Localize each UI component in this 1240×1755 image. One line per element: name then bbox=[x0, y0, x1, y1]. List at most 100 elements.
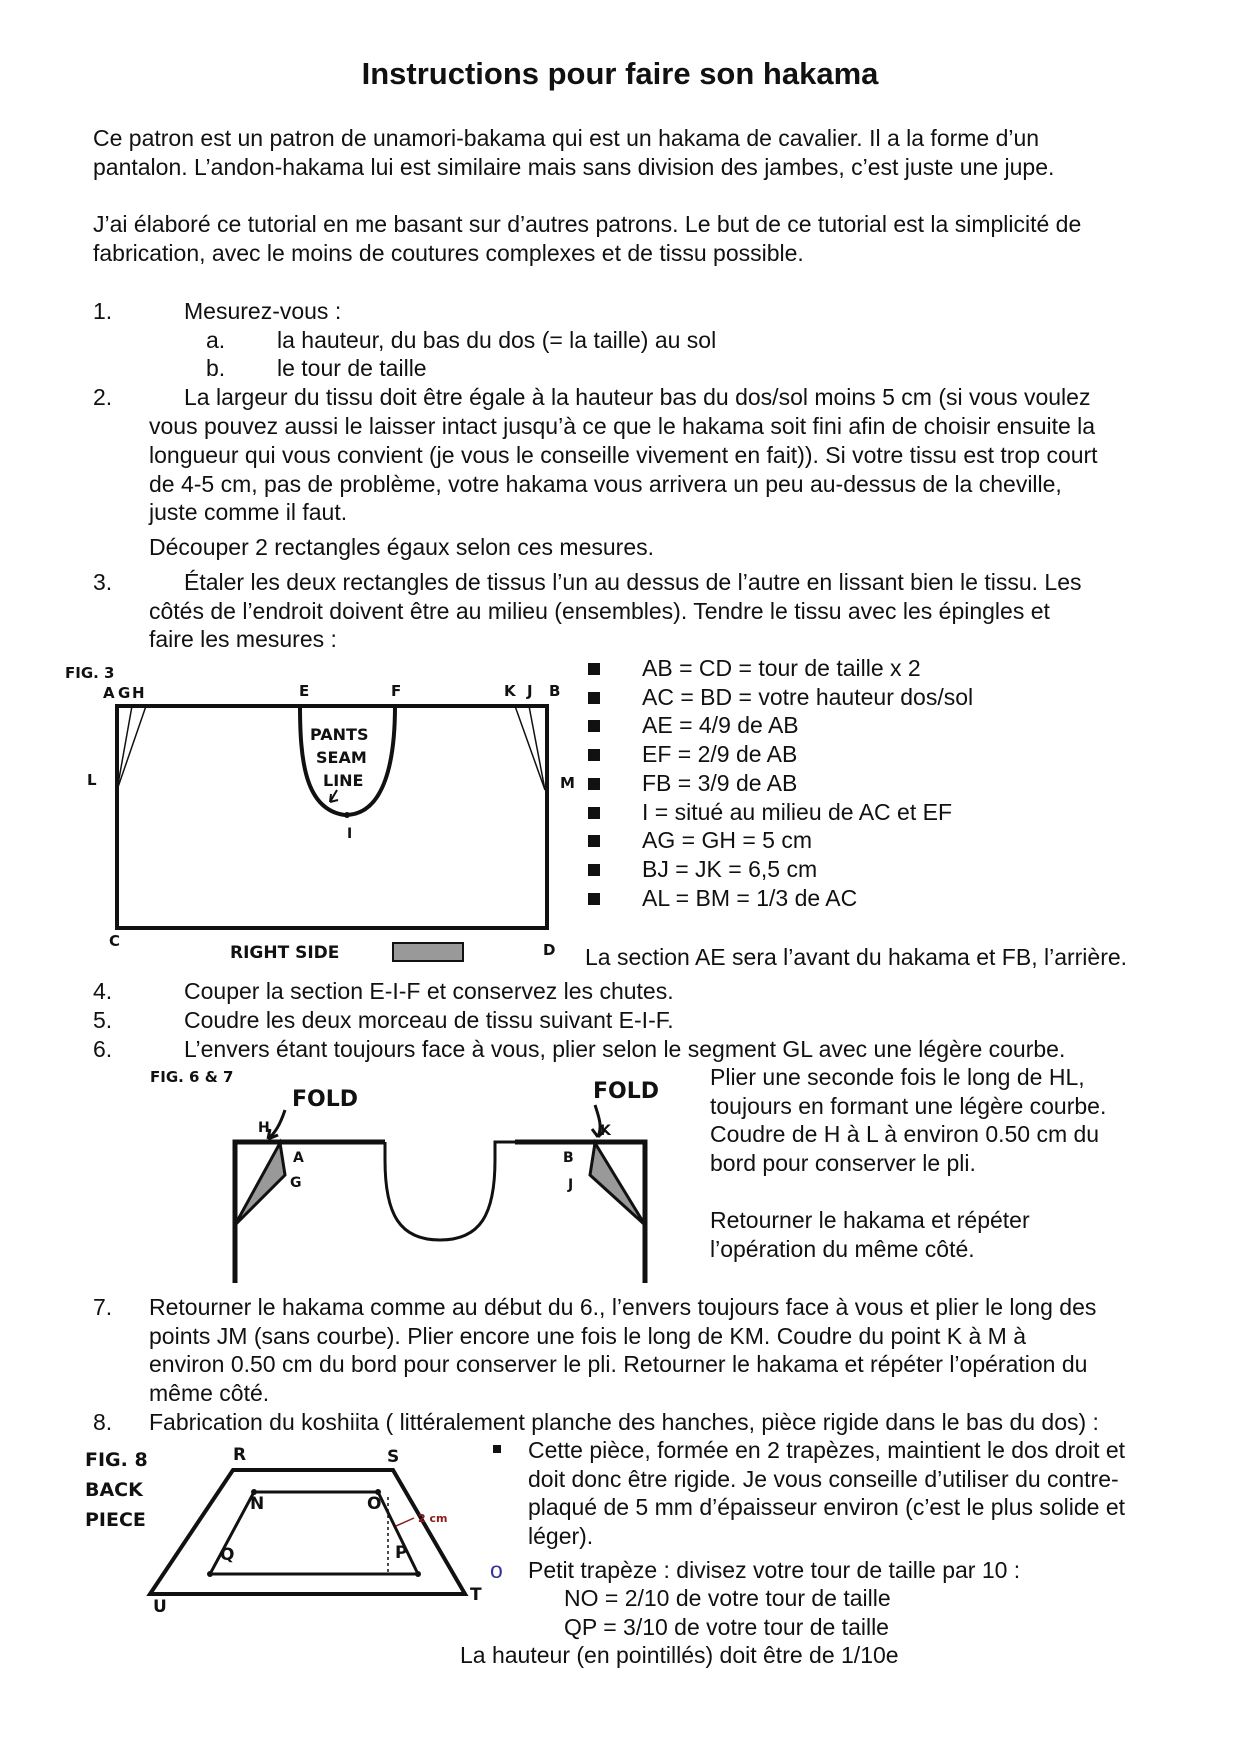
point-label: S bbox=[387, 1447, 399, 1467]
step-number: 3. bbox=[93, 569, 113, 595]
measure-item: EF = 2/9 de AB bbox=[642, 741, 798, 768]
fig3-label: FIG. 3 bbox=[65, 664, 115, 682]
step-text: L’envers étant toujours face à vous, pli… bbox=[184, 1036, 1066, 1062]
fig67-label: FIG. 6 & 7 bbox=[150, 1068, 233, 1086]
bullet-square bbox=[588, 749, 600, 762]
seam-label: PANTS bbox=[310, 725, 368, 744]
step-text: de 4-5 cm, pas de problème, votre hakama… bbox=[149, 471, 1062, 497]
step-text: Étaler les deux rectangles de tissus l’u… bbox=[184, 569, 1082, 595]
sub-text: Petit trapèze : divisez votre tour de ta… bbox=[528, 1557, 1021, 1583]
point-label: B bbox=[563, 1150, 574, 1166]
point-label: M bbox=[560, 774, 575, 792]
point-label: K bbox=[504, 682, 517, 700]
formula-text: La hauteur (en pointillés) doit être de … bbox=[460, 1642, 899, 1668]
point-label: Q bbox=[220, 1545, 234, 1565]
step-text: faire les mesures : bbox=[149, 626, 337, 652]
point-label: F bbox=[391, 682, 401, 700]
formula-text: NO = 2/10 de votre tour de taille bbox=[564, 1585, 891, 1611]
point-label: G bbox=[290, 1175, 302, 1191]
step-text: Coudre les deux morceau de tissu suivant… bbox=[184, 1007, 674, 1033]
section-note: La section AE sera l’avant du hakama et … bbox=[585, 944, 1128, 970]
bullet-square bbox=[588, 892, 600, 905]
point-label: G bbox=[118, 684, 130, 702]
seam-label: LINE bbox=[323, 771, 363, 790]
point-label: E bbox=[299, 682, 309, 700]
bullet-text: plaqué de 5 mm d’épaisseur environ (c’es… bbox=[528, 1494, 1126, 1520]
sub-letter: a. bbox=[206, 327, 226, 353]
point-label: O bbox=[367, 1494, 381, 1514]
side-text: toujours en formant une légère courbe. bbox=[710, 1093, 1107, 1119]
fig8-label: BACK bbox=[85, 1479, 144, 1501]
step-text: Couper la section E-I-F et conservez les… bbox=[184, 978, 674, 1004]
right-side-swatch bbox=[392, 942, 464, 962]
dimension-label: 2 cm bbox=[418, 1512, 447, 1525]
measure-item: FB = 3/9 de AB bbox=[642, 769, 798, 796]
point-label: J bbox=[526, 682, 533, 700]
bullet-square bbox=[588, 663, 600, 675]
point-label: D bbox=[543, 941, 555, 959]
step-text: Découper 2 rectangles égaux selon ces me… bbox=[149, 534, 655, 560]
measure-item: BJ = JK = 6,5 cm bbox=[642, 855, 818, 882]
step-text: La largeur du tissu doit être égale à la… bbox=[184, 384, 1091, 410]
bullet-square bbox=[588, 720, 600, 733]
step-number: 2. bbox=[93, 384, 113, 410]
bullet-square bbox=[588, 691, 600, 704]
point-label: T bbox=[470, 1585, 482, 1605]
bullet-text: doit donc être rigide. Je vous conseille… bbox=[528, 1466, 1119, 1492]
intro-line: fabrication, avec le moins de coutures c… bbox=[93, 240, 804, 266]
step-text: Fabrication du koshiita ( littéralement … bbox=[149, 1409, 1099, 1435]
point-label: H bbox=[258, 1120, 270, 1136]
formula-text: QP = 3/10 de votre tour de taille bbox=[564, 1614, 889, 1640]
point-label: A bbox=[293, 1150, 304, 1166]
sub-marker: o bbox=[490, 1557, 503, 1583]
measure-item: AG = GH = 5 cm bbox=[642, 827, 812, 854]
bullet-square bbox=[588, 806, 600, 819]
point-label: I bbox=[347, 826, 352, 842]
measure-item: AL = BM = 1/3 de AC bbox=[642, 884, 858, 911]
step-text: environ 0.50 cm du bord pour conserver l… bbox=[149, 1351, 1088, 1377]
measure-item: I = situé au milieu de AC et EF bbox=[642, 798, 953, 825]
right-side-label: RIGHT SIDE bbox=[230, 943, 339, 963]
fig8-label: FIG. 8 bbox=[85, 1449, 148, 1471]
bullet-square bbox=[588, 777, 600, 790]
bullet-square bbox=[588, 835, 600, 848]
bullet-text: Cette pièce, formée en 2 trapèzes, maint… bbox=[528, 1437, 1126, 1463]
step-text: points JM (sans courbe). Plier encore un… bbox=[149, 1323, 1027, 1349]
point-label: A bbox=[103, 684, 115, 702]
step-text: Retourner le hakama comme au début du 6.… bbox=[149, 1294, 1097, 1320]
bullet-text: léger). bbox=[528, 1523, 594, 1549]
intro-line: Ce patron est un patron de unamori-bakam… bbox=[93, 125, 1040, 151]
point-label: B bbox=[549, 682, 560, 700]
bullet-square bbox=[493, 1445, 501, 1453]
step-text: même côté. bbox=[149, 1380, 270, 1406]
measure-item: AC = BD = votre hauteur dos/sol bbox=[642, 683, 974, 710]
side-text: Plier une seconde fois le long de HL, bbox=[710, 1064, 1085, 1090]
fold-label: FOLD bbox=[593, 1079, 659, 1104]
point-label: U bbox=[153, 1597, 167, 1617]
side-text: Retourner le hakama et répéter bbox=[710, 1207, 1030, 1233]
fold-label: FOLD bbox=[292, 1087, 358, 1112]
point-label: J bbox=[567, 1177, 573, 1193]
sub-text: le tour de taille bbox=[277, 355, 427, 381]
bullet-square bbox=[588, 863, 600, 876]
step-number: 5. bbox=[93, 1007, 113, 1033]
fig8-diagram: FIG. 8 BACK PIECE R S N O Q P U T 2 cm bbox=[85, 1445, 482, 1617]
point-label: H bbox=[132, 684, 145, 702]
intro-line: pantalon. L’andon-hakama lui est similai… bbox=[93, 154, 1055, 180]
measure-item: AE = 4/9 de AB bbox=[642, 712, 799, 739]
step-number: 8. bbox=[93, 1409, 113, 1435]
point-label: R bbox=[233, 1445, 246, 1465]
side-text: bord pour conserver le pli. bbox=[710, 1150, 976, 1176]
fig67-diagram: FIG. 6 & 7 FOLD FOLD H A G B K J bbox=[150, 1068, 659, 1283]
page-title: Instructions pour faire son hakama bbox=[361, 56, 879, 91]
step-number: 1. bbox=[93, 298, 113, 324]
step-text: juste comme il faut. bbox=[149, 499, 348, 525]
point-label: L bbox=[87, 771, 97, 789]
side-text: Coudre de H à L à environ 0.50 cm du bbox=[710, 1121, 1100, 1147]
fig8-label: PIECE bbox=[85, 1509, 146, 1531]
intro-line: J’ai élaboré ce tutorial en me basant su… bbox=[93, 211, 1082, 237]
step-text: Mesurez-vous : bbox=[184, 298, 342, 324]
step-number: 7. bbox=[93, 1294, 113, 1320]
step-text: vous pouvez aussi le laisser intact jusq… bbox=[149, 413, 1096, 439]
measure-item: AB = CD = tour de taille x 2 bbox=[642, 655, 921, 681]
